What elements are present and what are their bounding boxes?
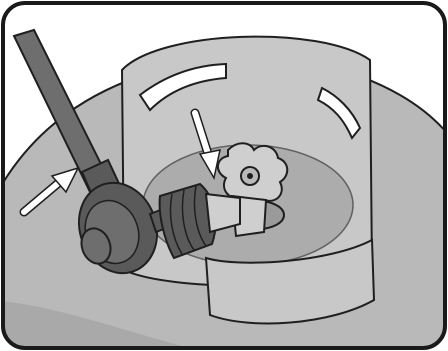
regulator-bleed-knob [80,227,112,265]
coupling-threads [204,192,241,234]
arrow-to-hose-fitting [19,166,80,217]
collar-front [204,238,376,325]
collar-slot-left [138,62,227,112]
arrow-to-valve-outlet [190,108,221,181]
valve-stem-hole [247,173,253,179]
tank-shading [3,300,200,348]
collar-slot-right [316,86,362,140]
coupling-ridges [169,185,207,255]
